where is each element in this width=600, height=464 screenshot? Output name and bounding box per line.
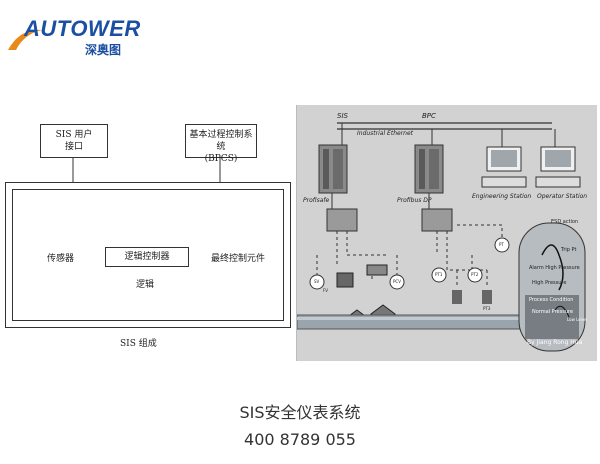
sis-composition-diagram: SIS 用户 接口 基本过程控制系统 (BPCS) 逻辑控制器 传感器 最终控制… xyxy=(0,110,300,360)
label-high-pressure: High Pressure xyxy=(532,280,567,286)
label-sis: SIS xyxy=(337,112,348,120)
label-pt: PT xyxy=(499,242,504,247)
logo-swoosh-icon xyxy=(8,29,42,50)
label-esd-action: ESD action xyxy=(551,219,579,225)
label-pt1: PT1 xyxy=(435,272,443,277)
page-title: SIS安全仪表系统 xyxy=(239,403,361,422)
label-trip-pt: Trip Pt xyxy=(561,247,577,253)
schematic-drawing xyxy=(297,122,586,352)
logo-subtitle: 深奥图 xyxy=(85,43,122,57)
label-alarm-high-pressure: Alarm High Pressure xyxy=(529,265,580,271)
autower-logo: AUTOWER 深奥图 xyxy=(8,14,140,58)
phone-number: 400 8789 055 xyxy=(244,430,356,449)
label-pt2: PT2 xyxy=(471,272,479,277)
label-bpc: BPC xyxy=(422,112,436,120)
bpcs-box: 基本过程控制系统 (BPCS) xyxy=(185,124,257,164)
label-fv: FV xyxy=(323,288,329,293)
label-normal-pressure: Normal Pressure xyxy=(532,309,574,315)
label-credit: By Jiang Rong Hua xyxy=(527,339,583,346)
sis-composition-caption: SIS 组成 xyxy=(120,339,157,349)
label-industrial-ethernet: Industrial Ethernet xyxy=(357,130,413,137)
logic-label: 逻辑 xyxy=(136,280,155,290)
final-element-label: 最终控制元件 xyxy=(211,254,266,264)
bpcs-line2: (BPCS) xyxy=(204,154,238,164)
label-low-level: Low Level xyxy=(567,317,587,322)
label-engineering-station: Engineering Station xyxy=(472,193,532,200)
label-pcv: PCV xyxy=(393,279,401,284)
bpcs-line1: 基本过程控制系统 xyxy=(189,130,253,152)
label-profisafe: Profisafe xyxy=(303,197,330,204)
label-process-condition: Process Condition xyxy=(529,297,574,303)
label-pt3: PT3 xyxy=(483,306,491,311)
label-profibus-dp: Profibus DP xyxy=(397,197,432,204)
logic-controller-box: 逻辑控制器 xyxy=(105,247,189,267)
label-operator-station: Operator Station xyxy=(537,193,588,200)
logic-controller-label: 逻辑控制器 xyxy=(124,252,170,262)
logo-wordmark: AUTOWER xyxy=(24,16,141,41)
sensor-label: 传感器 xyxy=(47,254,75,264)
sis-user-interface-line2: 接口 xyxy=(64,142,83,152)
sis-user-interface-line1: SIS 用户 xyxy=(55,130,93,140)
sis-user-interface-box: SIS 用户 接口 xyxy=(40,124,108,158)
sis-system-schematic: SIS BPC Industrial Ethernet Profisafe Pr… xyxy=(296,105,597,361)
label-sv: SV xyxy=(314,279,320,284)
